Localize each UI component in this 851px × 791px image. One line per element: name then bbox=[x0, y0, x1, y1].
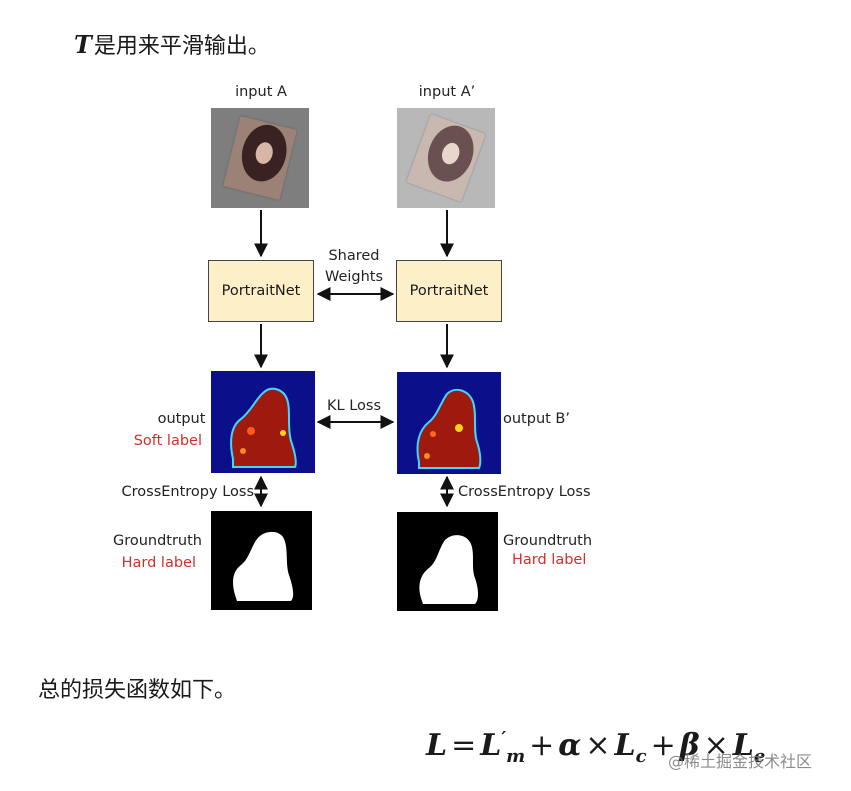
intro-sentence: 是用来平滑输出。 bbox=[93, 34, 270, 59]
heatmap-graphic bbox=[230, 387, 297, 468]
formula-c: c bbox=[635, 746, 647, 767]
formula-plus-2: + bbox=[650, 728, 676, 763]
crossentropy-loss-left: CrossEntropy Loss bbox=[121, 484, 255, 500]
output-b-label: output B bbox=[157, 411, 220, 427]
groundtruth-mask-left bbox=[211, 511, 312, 610]
input-a-prime-image bbox=[397, 108, 495, 208]
formula-e: e bbox=[753, 746, 766, 767]
output-b-prime-label: output B’ bbox=[503, 411, 570, 427]
input-a-label: input A bbox=[235, 84, 287, 100]
diagram-arrows bbox=[254, 210, 454, 508]
crossentropy-loss-right: CrossEntropy Loss bbox=[458, 484, 591, 500]
formula-Lc: L bbox=[614, 728, 636, 763]
groundtruth-mask-right bbox=[397, 512, 498, 611]
mask-graphic-left bbox=[233, 531, 294, 601]
portraitnet-diagram: input A PortraitNet output B Soft label … bbox=[112, 84, 593, 611]
portrait-photo bbox=[223, 116, 297, 200]
heatmap-graphic-prime bbox=[416, 388, 482, 469]
hard-label-left: Hard label bbox=[121, 555, 196, 571]
portraitnet-box-left: PortraitNet bbox=[208, 260, 314, 322]
soft-label-text: Soft label bbox=[133, 433, 202, 449]
intro-variable: T bbox=[74, 30, 92, 59]
formula-plus-1: + bbox=[529, 728, 555, 763]
formula-prime: ′ bbox=[501, 728, 507, 749]
intro-text: T 是用来平滑输出。 bbox=[74, 30, 270, 62]
output-b-heatmap bbox=[211, 371, 315, 473]
formula-L: L bbox=[426, 728, 448, 763]
groundtruth-label-left: Groundtruth bbox=[112, 533, 202, 549]
portrait-photo-transformed bbox=[406, 114, 486, 202]
input-a-prime-label: input A’ bbox=[418, 84, 476, 100]
mask-graphic-right bbox=[419, 535, 478, 604]
formula-times-2: × bbox=[703, 728, 729, 763]
formula-beta: β bbox=[679, 728, 700, 763]
input-a-image bbox=[211, 108, 309, 208]
portraitnet-box-right: PortraitNet bbox=[396, 260, 502, 322]
formula-Le: L bbox=[732, 728, 754, 763]
summary-text: 总的损失函数如下。 bbox=[38, 678, 237, 703]
groundtruth-label-right: Groundtruth bbox=[503, 533, 593, 549]
formula-times-1: × bbox=[585, 728, 611, 763]
output-b-prime-heatmap bbox=[397, 372, 501, 474]
shared-weights-line1: Shared bbox=[328, 248, 380, 264]
shared-weights-line2: Weights bbox=[324, 269, 384, 285]
formula-alpha: α bbox=[558, 728, 582, 763]
hard-label-right: Hard label bbox=[512, 552, 587, 568]
kl-loss-label: KL Loss bbox=[327, 398, 381, 414]
formula-m: m bbox=[506, 746, 526, 767]
formula-equals: = bbox=[451, 728, 477, 763]
watermark: @稀土掘金技术社区 bbox=[668, 752, 813, 771]
formula-Lm: L bbox=[480, 728, 502, 763]
loss-formula: L=L′m+α×Lc+β×Le bbox=[426, 728, 765, 767]
